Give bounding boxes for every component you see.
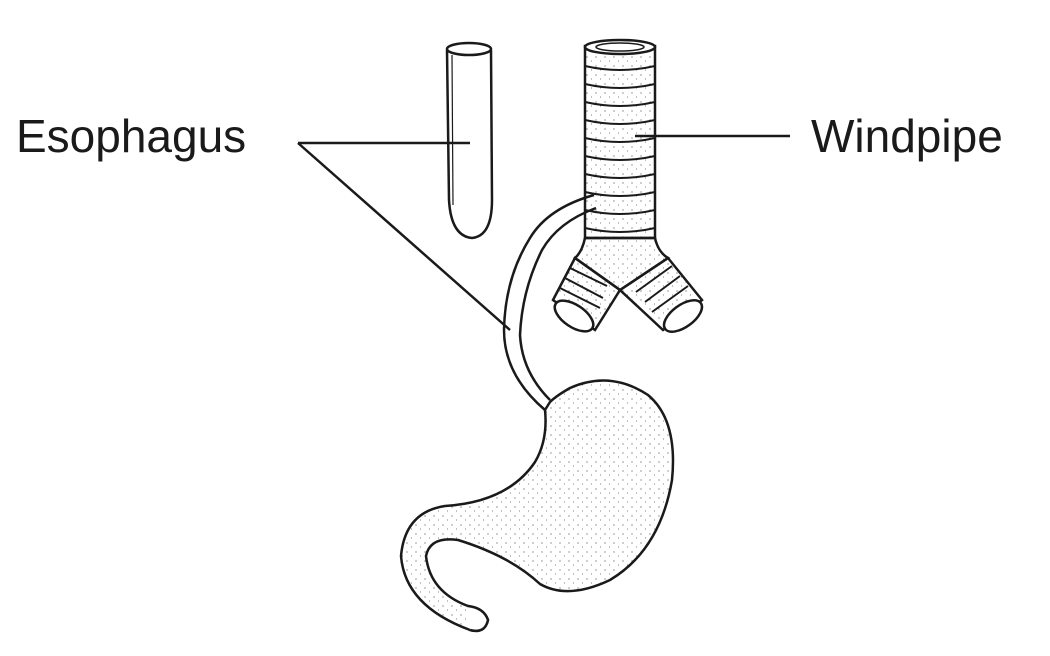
esophagus-stomach-illustration <box>399 193 675 633</box>
windpipe-illustration <box>551 38 704 333</box>
esophagus-leader-lower <box>297 142 511 331</box>
esophagus-label: Esophagus <box>16 110 247 162</box>
windpipe-label: Windpipe <box>811 110 1003 162</box>
leader-lines <box>297 134 790 331</box>
esophagus-tube-illustration <box>445 41 494 240</box>
